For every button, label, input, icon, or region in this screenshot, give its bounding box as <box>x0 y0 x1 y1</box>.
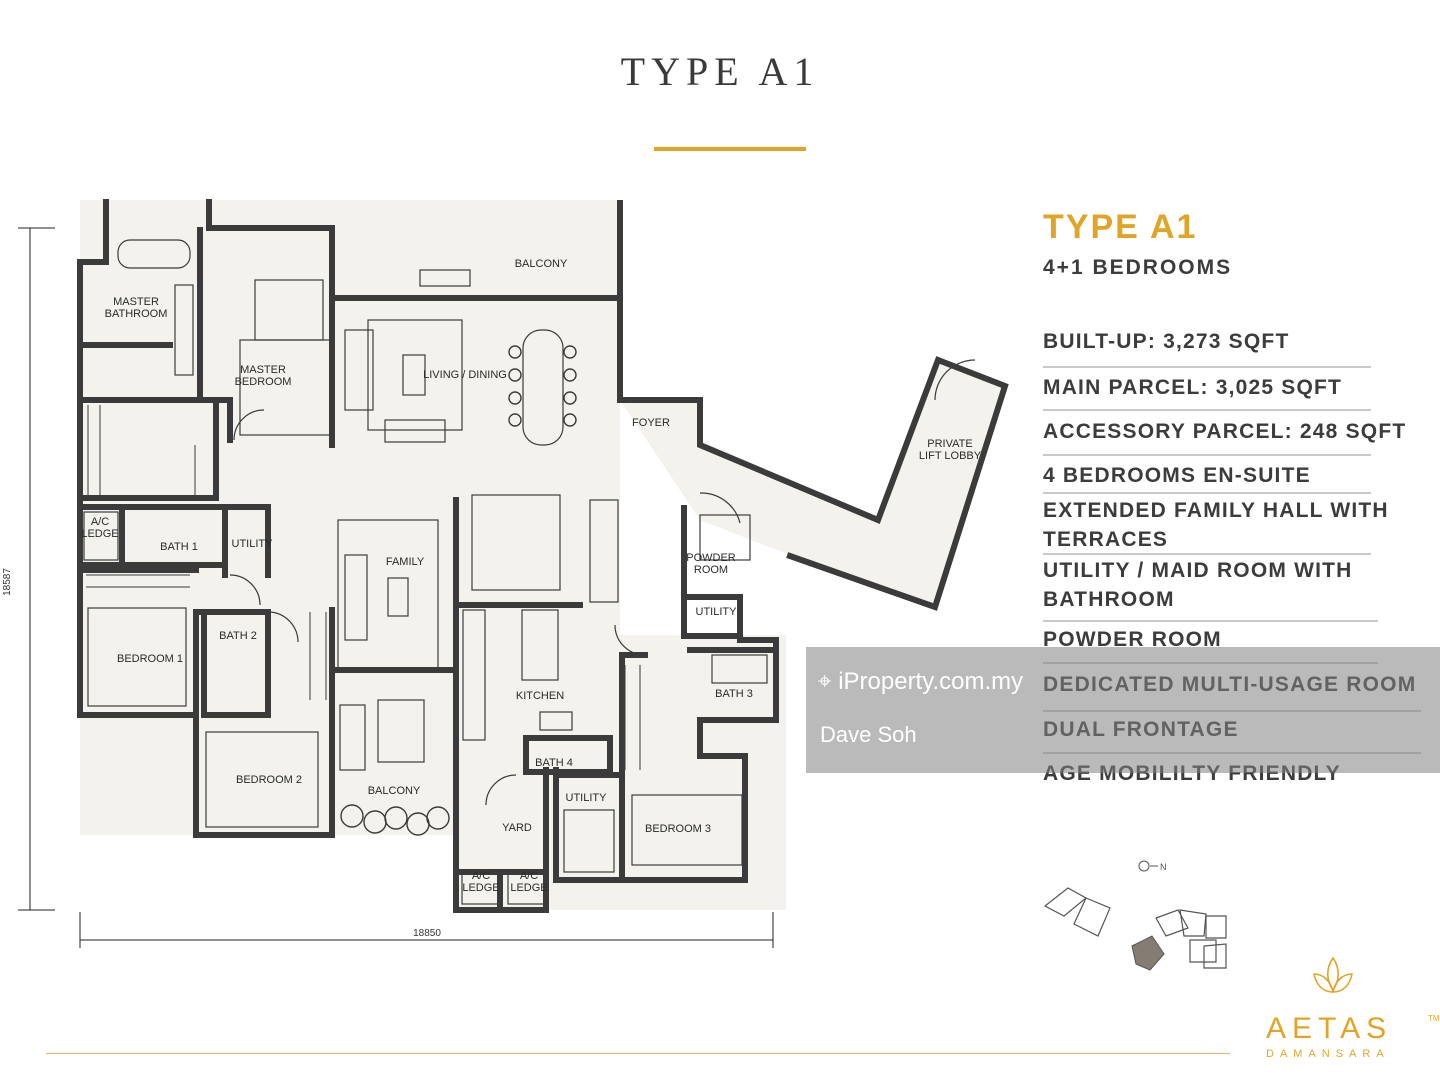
brand-trademark: TM <box>1428 1014 1440 1023</box>
label-kitchen: KITCHEN <box>516 690 564 702</box>
feature-divider <box>1043 492 1371 494</box>
dimension-vertical: 18587 <box>2 568 13 596</box>
dimension-horizontal: 18850 <box>413 928 441 939</box>
label-utility-left: UTILITY <box>232 538 274 550</box>
feature-item: MAIN PARCEL: 3,025 SQFT <box>1043 376 1343 399</box>
panel-title: TYPE A1 <box>1043 208 1198 246</box>
brand-subtitle: DAMANSARA <box>1266 1048 1390 1060</box>
title-underline <box>654 147 806 151</box>
label-living-dining: LIVING / DINING <box>423 369 507 381</box>
brand-leaf-icon <box>1313 956 1353 993</box>
label-bedroom-1: BEDROOM 1 <box>117 653 183 665</box>
feature-divider <box>1043 366 1371 368</box>
page-title: TYPE A1 <box>620 49 820 94</box>
location-pin-icon: ⌖ <box>818 668 832 695</box>
label-bedroom-3: BEDROOM 3 <box>645 823 711 835</box>
feature-divider <box>1043 409 1371 411</box>
label-yard: YARD <box>502 822 532 834</box>
feature-item: 4 BEDROOMS EN-SUITE <box>1043 464 1311 487</box>
feature-divider <box>1043 620 1378 622</box>
watermark-band <box>806 647 1440 773</box>
watermark-logo: ⌖ iProperty.com.my <box>818 668 1023 696</box>
feature-item: ACCESSORY PARCEL: 248 SQFT <box>1043 420 1407 443</box>
label-bedroom-2: BEDROOM 2 <box>236 774 302 786</box>
feature-divider <box>1043 553 1371 555</box>
label-utility-right: UTILITY <box>696 606 738 618</box>
label-foyer: FOYER <box>632 417 670 429</box>
label-balcony-top: BALCONY <box>515 258 568 270</box>
bottom-divider <box>46 1053 1230 1054</box>
label-bath-1: BATH 1 <box>160 541 198 553</box>
feature-item: BUILT-UP: 3,273 SQFT <box>1043 330 1290 353</box>
brand-name: AETAS <box>1266 1012 1393 1045</box>
label-bath-4: BATH 4 <box>535 757 573 769</box>
feature-item: POWDER ROOM <box>1043 628 1222 651</box>
panel-subtitle: 4+1 BEDROOMS <box>1043 256 1233 279</box>
label-bath-2: BATH 2 <box>219 630 257 642</box>
label-family: FAMILY <box>386 556 425 568</box>
compass-north-label: N <box>1160 862 1167 872</box>
watermark-agent: Dave Soh <box>820 722 917 747</box>
watermark-site: iProperty.com.my <box>838 668 1024 695</box>
label-utility-bottom: UTILITY <box>566 792 608 804</box>
feature-divider <box>1043 454 1371 456</box>
key-plan: N <box>1043 860 1227 971</box>
label-bath-3: BATH 3 <box>715 688 753 700</box>
label-balcony-bottom: BALCONY <box>368 785 421 797</box>
